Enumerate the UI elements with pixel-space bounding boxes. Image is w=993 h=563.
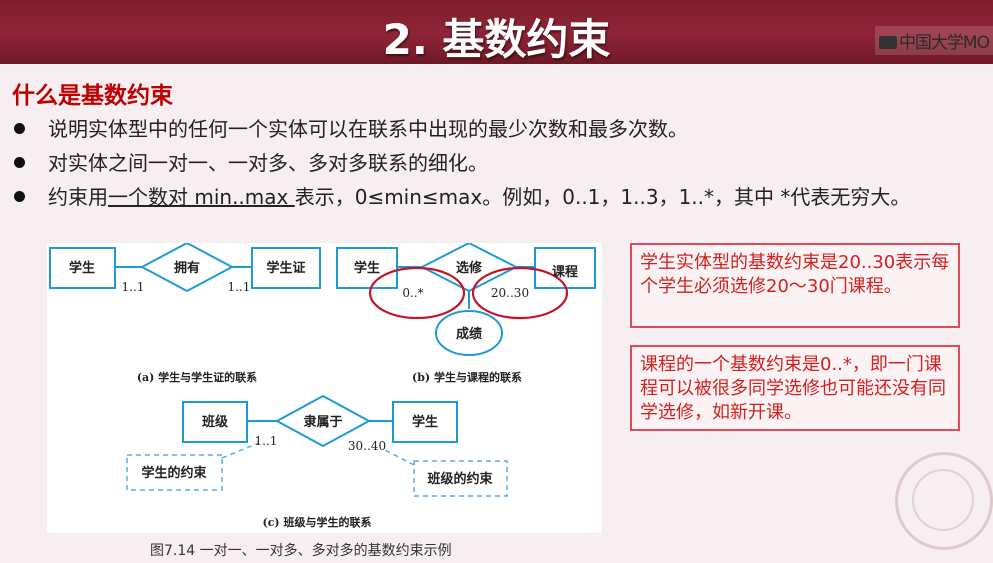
cardinality-label: 20..30 bbox=[491, 286, 529, 300]
highlight-circle-2 bbox=[471, 266, 569, 320]
entity-label: 课程 bbox=[552, 265, 578, 280]
bullet-item-1: 说明实体型中的任何一个实体可以在联系中出现的最少次数和最多次数。 bbox=[10, 114, 960, 144]
slide-title: 2. 基数约束 bbox=[382, 15, 611, 64]
bullet-text: 说明实体型中的任何一个实体可以在联系中出现的最少次数和最多次数。 bbox=[48, 117, 688, 141]
er-diagram-figure: 学生 拥有 学生证 学生 选修 课程 成绩 班级 隶属于 学生 学生的约束 班级… bbox=[47, 243, 602, 533]
entity-label: 学生 bbox=[354, 260, 380, 276]
cardinality-label: 30..40 bbox=[348, 439, 386, 453]
subfigure-caption: (a) 学生与学生证的联系 bbox=[137, 370, 257, 384]
note-student-cardinality: 学生实体型的基数约束是20..30表示每个学生必须选修20～30门课程。 bbox=[630, 243, 960, 328]
cardinality-label: 0..* bbox=[402, 286, 423, 300]
cardinality-label: 1..1 bbox=[255, 434, 278, 448]
bullet-list: 说明实体型中的任何一个实体可以在联系中出现的最少次数和最多次数。 对实体之间一对… bbox=[10, 114, 960, 216]
bullet-text: 对实体之间一对一、一对多、多对多联系的细化。 bbox=[48, 151, 488, 175]
note-course-cardinality: 课程的一个基数约束是0..*，即一门课程可以被很多同学选修也可能还没有同学选修，… bbox=[630, 345, 960, 431]
mooc-logo: 中国大学MO bbox=[874, 26, 993, 55]
bullet-text-underlined: 一个数对 min..max bbox=[108, 185, 295, 209]
bullet-item-2: 对实体之间一对一、一对多、多对多联系的细化。 bbox=[10, 148, 960, 178]
university-seal-icon bbox=[895, 452, 993, 550]
entity-student-b bbox=[336, 247, 398, 289]
bullet-dot-icon bbox=[14, 191, 25, 202]
bullet-text-post: 表示，0≤min≤max。例如，0..1，1..3，1..*，其中 *代表无穷大… bbox=[294, 185, 911, 209]
subfigure-caption: (c) 班级与学生的联系 bbox=[263, 515, 372, 529]
constraint-label: 学生的约束 bbox=[141, 465, 207, 481]
subfigure-caption: (b) 学生与课程的联系 bbox=[412, 370, 522, 384]
entity-student-a bbox=[49, 247, 116, 289]
bullet-dot-icon bbox=[14, 123, 25, 134]
attribute-grade bbox=[435, 310, 503, 356]
bullet-item-3: 约束用一个数对 min..max 表示，0≤min≤max。例如，0..1，1.… bbox=[10, 182, 960, 212]
bullet-dot-icon bbox=[14, 157, 25, 168]
figure-caption: 图7.14 一对一、一对多、多对多的基数约束示例 bbox=[150, 543, 452, 559]
highlight-circle-1 bbox=[368, 266, 466, 320]
relation-label: 选修 bbox=[456, 260, 483, 276]
class-constraint-box bbox=[413, 460, 508, 497]
relation-label: 拥有 bbox=[174, 260, 200, 276]
entity-label: 学生证 bbox=[266, 260, 305, 276]
mooc-logo-text: 中国大学MO bbox=[898, 33, 990, 53]
header-bar: 2. 基数约束 中国大学MO bbox=[0, 0, 993, 64]
attribute-label: 成绩 bbox=[456, 326, 482, 342]
entity-label: 学生 bbox=[412, 414, 438, 430]
relation-label: 隶属于 bbox=[303, 414, 342, 430]
entity-label: 班级 bbox=[202, 414, 229, 430]
student-constraint-box bbox=[126, 454, 223, 491]
constraint-label: 班级的约束 bbox=[427, 471, 493, 487]
bullet-text-pre: 约束用 bbox=[48, 185, 108, 209]
entity-label: 学生 bbox=[69, 260, 95, 276]
cardinality-label: 1..1 bbox=[122, 280, 145, 294]
entity-class bbox=[182, 401, 248, 443]
cardinality-label: 1..1 bbox=[228, 280, 251, 294]
section-heading: 什么是基数约束 bbox=[12, 83, 173, 109]
mooc-icon bbox=[878, 36, 897, 49]
